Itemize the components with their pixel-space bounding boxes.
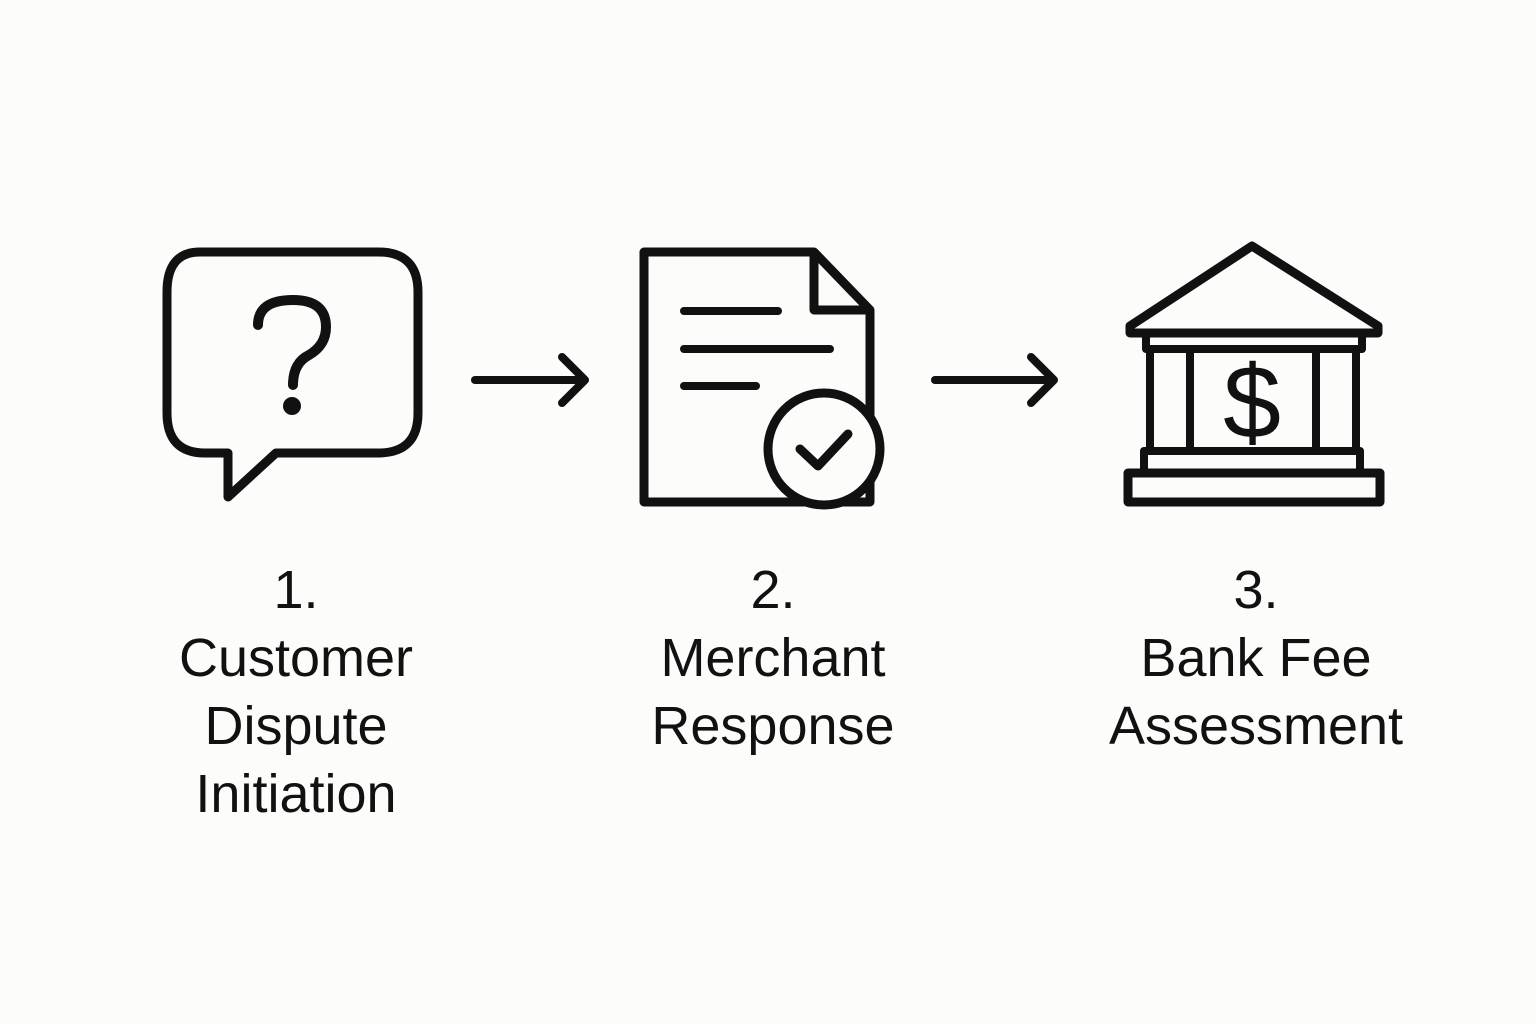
step-3-label: Bank Fee Assessment: [1108, 628, 1404, 756]
right-arrow-icon: [930, 352, 1065, 408]
document-check-icon: [636, 244, 888, 514]
speech-bubble-question-icon: [160, 245, 430, 510]
step-3-text: 3. Bank Fee Assessment: [1060, 556, 1452, 760]
step-2-label: Merchant Response: [651, 628, 895, 756]
step-2-number: 2.: [750, 560, 796, 620]
step-1-text: 1. Customer Dispute Initiation: [110, 556, 482, 828]
svg-text:$: $: [1223, 345, 1281, 461]
right-arrow-icon: [470, 352, 595, 408]
step-1-label: Customer Dispute Initiation: [178, 628, 414, 824]
step-2-text: 2. Merchant Response: [585, 556, 961, 760]
step-1-number: 1.: [273, 560, 319, 620]
bank-dollar-icon: $: [1120, 238, 1388, 510]
step-3-number: 3.: [1233, 560, 1279, 620]
